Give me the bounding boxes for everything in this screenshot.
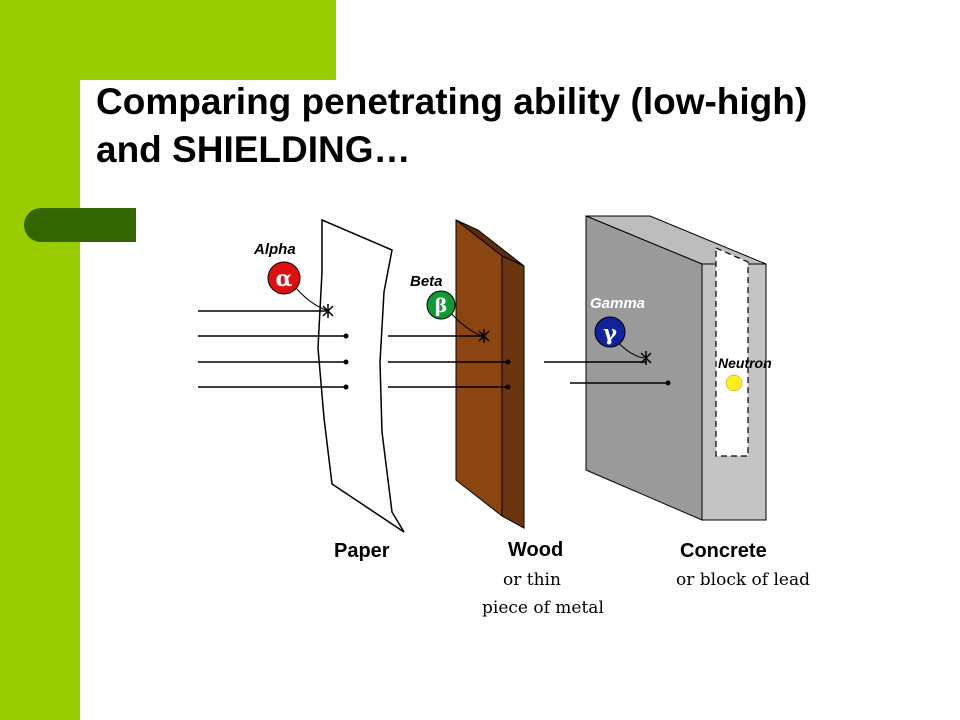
alpha-label: Alpha — [253, 241, 296, 258]
beta-label: Beta — [410, 273, 443, 290]
gamma-symbol: γ — [603, 320, 617, 345]
paper-sheet — [317, 218, 405, 533]
sidebar-accent-bar — [0, 0, 80, 720]
neutron-channel — [715, 247, 749, 457]
neutron-dot — [725, 374, 743, 392]
wood-note-line2: piece of metal — [482, 598, 604, 618]
accent-tab — [24, 208, 136, 242]
neutron-label: Neutron — [718, 355, 772, 371]
wood-block — [455, 218, 503, 518]
alpha-symbol-circle — [267, 261, 301, 295]
neutron-ray — [198, 382, 668, 388]
concrete-block — [585, 215, 703, 521]
slide-title: Comparing penetrating ability (low-high)… — [96, 81, 808, 170]
paper-label: Paper — [334, 540, 390, 562]
stop-marks — [322, 304, 652, 365]
beta-symbol: β — [435, 295, 448, 317]
concrete-note: or block of lead — [676, 570, 810, 590]
gamma-symbol-circle — [594, 316, 626, 348]
ray-endpoints — [343, 333, 671, 390]
wood-block-right-edge — [501, 255, 525, 529]
beta-symbol-circle — [426, 290, 456, 320]
concrete-label: Concrete — [680, 540, 767, 562]
alpha-symbol: α — [276, 266, 293, 292]
gamma-label: Gamma — [590, 295, 645, 312]
top-accent-bar — [80, 0, 336, 80]
wood-label: Wood — [508, 539, 563, 561]
wood-note-line1: or thin — [503, 570, 561, 590]
